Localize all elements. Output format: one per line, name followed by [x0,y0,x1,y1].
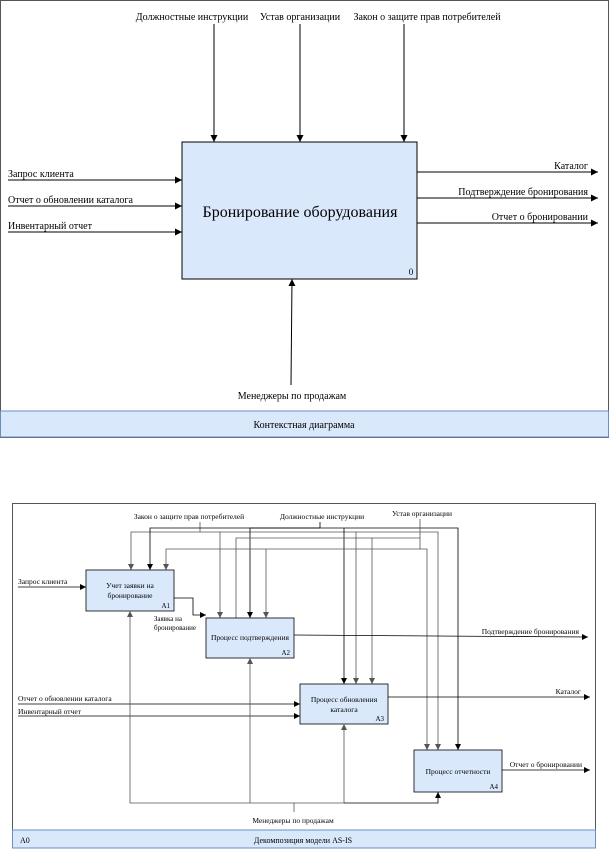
box-a1-line1: Учет заявки на [106,581,154,590]
decomposition-footer-bar [12,829,596,849]
box-a1-line2: бронирование [108,591,154,600]
box-a1 [85,569,175,612]
decomposition-footer-node: A0 [20,836,30,845]
output-label-confirmation-a0: Подтверждение бронирования [482,627,580,636]
decomposition-frame [12,503,596,848]
control-label-instructions: Должностные инструкции [136,12,249,23]
box-a2-line1: Процесс подтверждения [211,633,290,642]
control-label-charter: Устав организации [260,12,341,23]
mechanism-lines-a0 [127,611,441,812]
intermediate-label-line2: бронирование [154,624,196,632]
intermediate-label-line1: Заявка на [154,615,183,623]
mechanism-arrow [288,278,296,386]
input-label-inventory-report: Инвентарный отчет [8,221,93,232]
box-a3-line1: Процесс обновления [311,695,378,704]
control-label-law-a0: Закон о защите прав потребителей [134,512,244,521]
mechanism-label: Менеджеры по продажам [238,391,347,402]
box-a3-number: A3 [375,715,384,723]
control-label-law: Закон о защите прав потребителей [353,12,501,23]
input-label-catalog-report-a0: Отчет о обновлении каталога [18,694,112,703]
context-diagram: Контекстная диаграмма Должностные инстру… [0,0,609,438]
control-charter-lines [163,519,430,750]
output-label-confirmation: Подтверждение бронирования [458,187,588,198]
input-label-inventory-report-a0: Инвентарный отчет [18,707,82,716]
decomposition-footer-title: Декомпозиция модели AS-IS [254,836,352,845]
output-label-booking-report: Отчет о бронировании [492,212,589,223]
box-a4-number: A4 [489,783,498,791]
input-label-request: Запрос клиента [8,169,74,180]
context-footer-title: Контекстная диаграмма [253,420,355,431]
box-a2 [205,617,295,659]
box-a3 [299,683,389,725]
box-a3-line2: каталога [330,705,358,714]
context-process-number: 0 [409,267,414,277]
control-instructions-lines [147,522,461,750]
box-a4 [413,749,503,793]
output-label-catalog: Каталог [554,161,588,172]
decomposition-diagram: A0 Декомпозиция модели AS-IS Закон о защ… [12,503,596,849]
intermediate-arrow-a1-a2 [174,597,206,618]
control-label-instructions-a0: Должностные инструкции [280,512,364,521]
box-a1-number: A1 [161,602,170,610]
output-label-booking-report-a0: Отчет о бронировании [510,760,582,769]
control-law-lines [128,522,441,750]
context-process-title: Бронирование оборудования [203,204,399,221]
box-a4-line1: Процесс отчетности [426,767,491,776]
control-label-charter-a0: Устав организации [392,509,452,518]
box-a2-number: A2 [281,649,290,657]
output-label-catalog-a0: Каталог [556,687,581,696]
mechanism-label-a0: Менеджеры по продажам [252,816,334,825]
context-process-box [181,141,418,280]
context-footer-bar [0,410,609,438]
input-label-request-a0: Запрос клиента [18,577,68,586]
output-arrow-confirmation-a0 [293,633,589,640]
input-label-catalog-report: Отчет о обновлении каталога [8,195,133,206]
